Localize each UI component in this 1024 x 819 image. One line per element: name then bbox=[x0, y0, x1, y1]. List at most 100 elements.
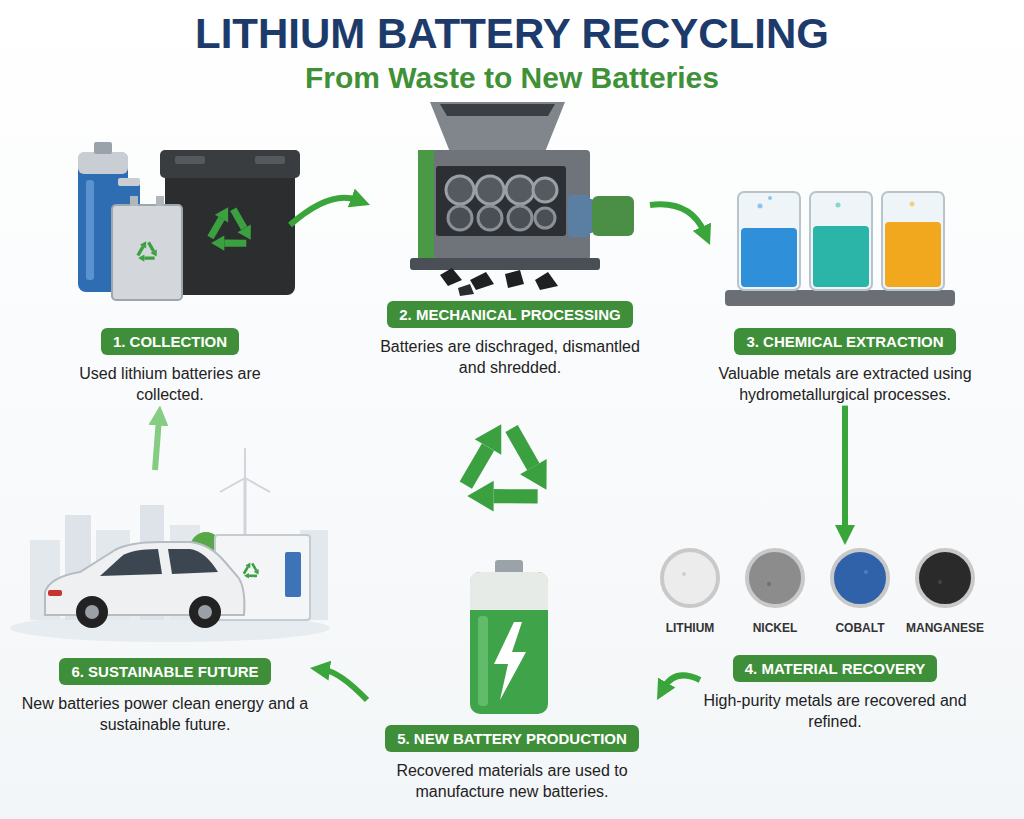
shredder bbox=[448, 206, 472, 230]
shredder bbox=[533, 178, 557, 202]
shredder bbox=[535, 272, 558, 290]
clean-city bbox=[10, 448, 330, 642]
step-heading: 1. COLLECTION bbox=[101, 328, 239, 355]
flow-arrow bbox=[664, 675, 700, 687]
shredder bbox=[440, 104, 555, 116]
new-battery bbox=[478, 616, 488, 706]
step-heading: 2. MECHANICAL PROCESSING bbox=[387, 301, 632, 328]
shredder bbox=[436, 166, 566, 236]
shredder bbox=[418, 150, 434, 260]
flow-arrow bbox=[842, 406, 848, 531]
used-batteries bbox=[78, 142, 300, 300]
shredder bbox=[505, 270, 524, 288]
used-batteries bbox=[255, 156, 285, 164]
flow-arrow bbox=[155, 420, 159, 470]
used-batteries bbox=[86, 180, 94, 280]
beakers bbox=[741, 228, 797, 287]
shredder bbox=[470, 272, 494, 290]
diagram-title: LITHIUM BATTERY RECYCLING bbox=[0, 10, 1024, 58]
flow-arrow bbox=[324, 670, 367, 700]
step-description: High-purity metals are recovered and ref… bbox=[700, 691, 970, 733]
shredder bbox=[476, 176, 504, 204]
clean-city bbox=[48, 590, 62, 596]
process-step: 1. COLLECTION Used lithium batteries are … bbox=[50, 115, 290, 406]
step-heading: 6. SUSTAINABLE FUTURE bbox=[59, 658, 270, 685]
step-description: Batteries are dischraged, dismantled and… bbox=[370, 337, 650, 379]
process-step: 4. MATERIAL RECOVERY High-purity metals a… bbox=[700, 545, 970, 733]
step-description: Used lithium batteries are collected. bbox=[50, 364, 290, 406]
new-battery bbox=[470, 572, 548, 714]
clean-city bbox=[244, 448, 246, 478]
shredder bbox=[446, 176, 474, 204]
shredder bbox=[420, 150, 590, 260]
used-batteries bbox=[118, 178, 140, 186]
shredder bbox=[506, 176, 534, 204]
material-samples bbox=[767, 582, 771, 586]
beakers bbox=[910, 202, 915, 207]
shredder bbox=[535, 208, 555, 228]
new-battery bbox=[494, 622, 526, 700]
beakers bbox=[768, 196, 772, 200]
material-samples bbox=[864, 570, 868, 574]
used-batteries bbox=[94, 142, 112, 154]
step-heading: 3. CHEMICAL EXTRACTION bbox=[734, 328, 955, 355]
clean-city bbox=[241, 563, 259, 582]
step-heading: 5. NEW BATTERY PRODUCTION bbox=[385, 725, 639, 752]
process-step: 5. NEW BATTERY PRODUCTION Recovered mater… bbox=[367, 555, 657, 803]
used-batteries bbox=[165, 165, 295, 295]
process-step: 6. SUSTAINABLE FUTURE New batteries power… bbox=[20, 470, 310, 736]
process-step: 3. CHEMICAL EXTRACTION Valuable metals ar… bbox=[710, 180, 980, 406]
shredder bbox=[410, 258, 600, 270]
process-step: 2. MECHANICAL PROCESSING Batteries are di… bbox=[370, 95, 650, 379]
material-samples bbox=[662, 550, 718, 606]
beakers bbox=[758, 204, 763, 209]
recycle-symbol bbox=[448, 424, 546, 527]
recycle-symbol bbox=[448, 424, 546, 527]
used-batteries bbox=[156, 196, 164, 206]
shredder bbox=[458, 284, 474, 296]
used-batteries bbox=[134, 241, 157, 265]
new-battery bbox=[470, 560, 548, 714]
beakers bbox=[882, 192, 944, 290]
shredder bbox=[430, 102, 565, 152]
material-label: COBALT bbox=[805, 620, 915, 636]
clean-city bbox=[245, 478, 270, 492]
material-samples bbox=[938, 580, 942, 584]
material-label: LITHIUM bbox=[635, 620, 745, 636]
clean-city bbox=[220, 478, 245, 492]
step-description: Valuable metals are extracted using hydr… bbox=[710, 364, 980, 406]
beakers bbox=[813, 226, 869, 287]
clean-city bbox=[189, 596, 221, 628]
flow-arrow bbox=[290, 198, 357, 225]
step-heading: 4. MATERIAL RECOVERY bbox=[733, 655, 938, 682]
used-batteries bbox=[78, 152, 128, 174]
step-description: New batteries power clean energy and a s… bbox=[20, 694, 310, 736]
used-batteries bbox=[175, 156, 205, 164]
material-samples bbox=[832, 550, 888, 606]
subtitle: From Waste to New Batteries bbox=[132, 60, 892, 96]
beakers bbox=[836, 203, 841, 208]
clean-city bbox=[85, 605, 99, 619]
clean-city bbox=[198, 605, 212, 619]
material-samples bbox=[682, 572, 686, 576]
shredder bbox=[478, 206, 502, 230]
used-batteries bbox=[112, 205, 182, 300]
shredder bbox=[592, 196, 634, 236]
material-label: NICKEL bbox=[720, 620, 830, 636]
beakers bbox=[725, 290, 955, 306]
material-samples bbox=[917, 550, 973, 606]
new-battery bbox=[470, 572, 548, 610]
clean-city bbox=[285, 552, 301, 597]
used-batteries bbox=[130, 196, 138, 206]
beakers bbox=[810, 192, 872, 290]
shredder bbox=[410, 102, 634, 296]
clean-city bbox=[168, 549, 218, 574]
shredder bbox=[440, 268, 462, 286]
flow-arrow bbox=[650, 204, 704, 232]
material-samples bbox=[662, 550, 973, 606]
new-battery bbox=[495, 560, 523, 574]
clean-city bbox=[100, 549, 162, 576]
step-description: Recovered materials are used to manufact… bbox=[367, 761, 657, 803]
material-label: MANGANESE bbox=[890, 620, 1000, 636]
